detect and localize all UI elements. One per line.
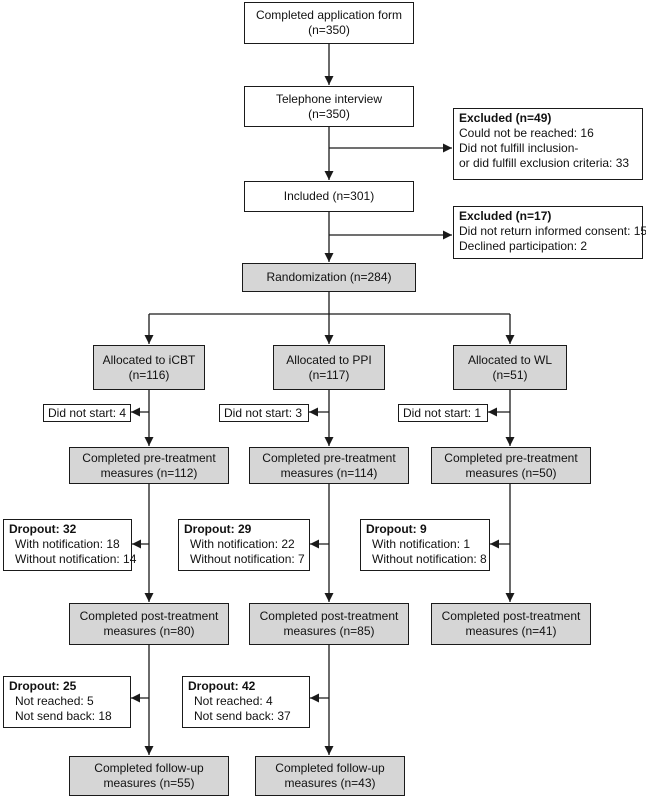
box-post-icbt-line1: Completed post-treatment: [79, 609, 219, 623]
box-post-ppi: Completed post-treatment measures (n=85): [249, 603, 409, 645]
box-fu-ppi-line2: measures (n=43): [284, 776, 376, 790]
box-fu-ppi-line1: Completed follow-up: [275, 761, 385, 775]
box-pre-wl: Completed pre-treatment measures (n=50): [431, 447, 591, 484]
dropout-fu-ppi-line-1: Not reached: 4: [194, 694, 273, 708]
dropout-post-icbt-line-2: Without notification: 14: [15, 552, 137, 566]
box-post-wl: Completed post-treatment measures (n=41): [431, 603, 591, 645]
box-pre-ppi-line2: measures (n=114): [280, 465, 378, 480]
box-application-line1: Completed application form: [255, 8, 403, 22]
excluded-box-2: Excluded (n=17) Did not return informed …: [453, 206, 646, 259]
dropout-post-icbt-line-1: With notification: 18: [15, 537, 120, 551]
not-start-icbt: Did not start: 4: [43, 404, 131, 422]
box-fu-icbt: Completed follow-up measures (n=55): [69, 756, 229, 796]
box-post-ppi-line2: measures (n=85): [283, 624, 375, 638]
dropout-fu-ppi-title: Dropout: 42: [188, 679, 256, 693]
dropout-post-ppi: Dropout: 29 With notification: 22 Withou…: [178, 519, 310, 571]
box-alloc-icbt-line1: Allocated to iCBT: [102, 352, 196, 367]
box-alloc-ppi-line2: (n=117): [308, 367, 350, 382]
box-post-wl-line2: measures (n=41): [465, 624, 557, 638]
box-telephone: Telephone interview (n=350): [244, 86, 414, 127]
box-post-icbt-line2: measures (n=80): [103, 624, 195, 638]
excluded-box-1: Excluded (n=49) Could not be reached: 16…: [453, 108, 643, 180]
dropout-fu-icbt-line-2: Not send back: 18: [15, 709, 112, 723]
box-pre-ppi-line1: Completed pre-treatment: [262, 450, 396, 465]
box-pre-wl-line2: measures (n=50): [465, 465, 557, 480]
excluded-2-line-2: Declined participation: 2: [459, 239, 588, 253]
box-randomization-line1: Randomization (n=284): [266, 270, 392, 284]
not-start-wl: Did not start: 1: [398, 404, 488, 422]
box-pre-icbt-line1: Completed pre-treatment: [82, 450, 216, 465]
dropout-fu-icbt-title: Dropout: 25: [9, 679, 77, 693]
dropout-post-ppi-title: Dropout: 29: [184, 522, 252, 536]
dropout-post-ppi-line-1: With notification: 22: [190, 537, 295, 551]
box-telephone-line1: Telephone interview: [275, 91, 383, 106]
box-randomization: Randomization (n=284): [242, 263, 416, 292]
not-start-ppi: Did not start: 3: [219, 404, 309, 422]
box-application: Completed application form (n=350): [244, 2, 414, 44]
dropout-post-ppi-line-2: Without notification: 7: [190, 552, 305, 566]
dropout-post-wl: Dropout: 9 With notification: 1 Without …: [360, 519, 490, 571]
dropout-post-wl-line-1: With notification: 1: [372, 537, 471, 551]
box-alloc-ppi-line1: Allocated to PPI: [286, 352, 372, 367]
box-pre-icbt-line2: measures (n=112): [100, 465, 198, 480]
box-fu-icbt-line2: measures (n=55): [103, 776, 195, 790]
excluded-1-line-1: Could not be reached: 16: [459, 126, 594, 140]
box-pre-ppi: Completed pre-treatment measures (n=114): [249, 447, 409, 484]
box-application-line2: (n=350): [308, 23, 350, 37]
dropout-fu-ppi-line-2: Not send back: 37: [194, 709, 291, 723]
box-alloc-wl-line1: Allocated to WL: [467, 352, 553, 367]
dropout-post-icbt-title: Dropout: 32: [9, 522, 77, 536]
dropout-fu-ppi: Dropout: 42 Not reached: 4 Not send back…: [182, 676, 310, 728]
box-fu-icbt-line1: Completed follow-up: [94, 761, 204, 775]
box-pre-icbt: Completed pre-treatment measures (n=112): [69, 447, 229, 484]
box-alloc-wl: Allocated to WL (n=51): [453, 345, 567, 390]
box-alloc-ppi: Allocated to PPI (n=117): [273, 345, 385, 390]
dropout-fu-icbt-line-1: Not reached: 5: [15, 694, 94, 708]
excluded-1-line-3: or did fulfill exclusion criteria: 33: [459, 156, 630, 170]
excluded-2-title: Excluded (n=17): [459, 209, 552, 223]
dropout-fu-icbt: Dropout: 25 Not reached: 5 Not send back…: [3, 676, 131, 728]
box-included-line1: Included (n=301): [283, 189, 375, 203]
excluded-1-title: Excluded (n=49): [459, 111, 552, 125]
dropout-post-icbt: Dropout: 32 With notification: 18 Withou…: [3, 519, 137, 571]
dropout-post-wl-title: Dropout: 9: [366, 522, 427, 536]
box-alloc-icbt-line2: (n=116): [128, 367, 170, 382]
box-alloc-icbt: Allocated to iCBT (n=116): [93, 345, 205, 390]
dropout-post-wl-line-2: Without notification: 8: [372, 552, 487, 566]
box-post-icbt: Completed post-treatment measures (n=80): [69, 603, 229, 645]
excluded-2-line-1: Did not return informed consent: 15: [459, 224, 646, 238]
box-telephone-line2: (n=350): [308, 106, 350, 121]
box-alloc-wl-line2: (n=51): [492, 367, 528, 382]
box-post-wl-line1: Completed post-treatment: [441, 609, 581, 623]
box-fu-ppi: Completed follow-up measures (n=43): [255, 756, 405, 796]
box-included: Included (n=301): [244, 181, 414, 212]
box-post-ppi-line1: Completed post-treatment: [259, 609, 399, 623]
excluded-1-line-2: Did not fulfill inclusion-: [459, 141, 579, 155]
box-pre-wl-line1: Completed pre-treatment: [444, 450, 578, 465]
